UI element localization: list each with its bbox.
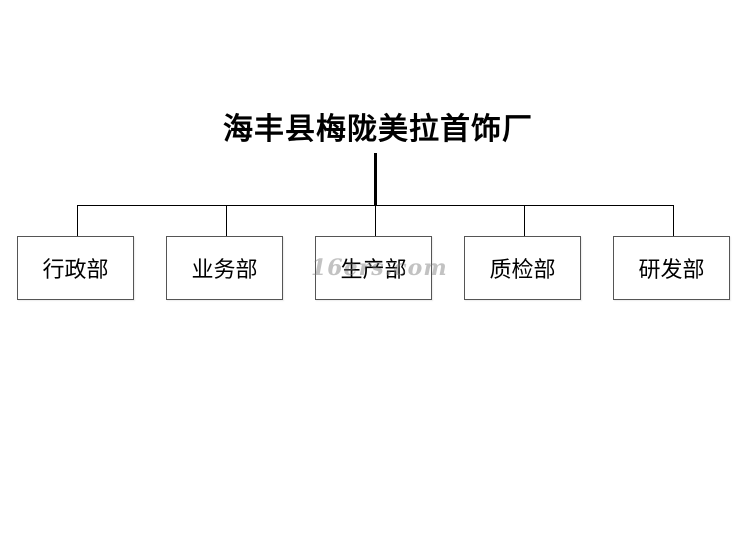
department-box: 研发部 (613, 236, 730, 300)
department-box: 生产部 (315, 236, 432, 300)
department-box: 行政部 (17, 236, 134, 300)
connector-drop-line (375, 205, 376, 236)
connector-drop-line (77, 205, 78, 236)
department-box: 质检部 (464, 236, 581, 300)
org-chart-title: 海丰县梅陇美拉首饰厂 (223, 112, 533, 147)
department-box: 业务部 (166, 236, 283, 300)
connector-drop-line (226, 205, 227, 236)
connector-drop-line (524, 205, 525, 236)
connector-drop-line (673, 205, 674, 236)
trunk-connector-line (374, 153, 377, 206)
